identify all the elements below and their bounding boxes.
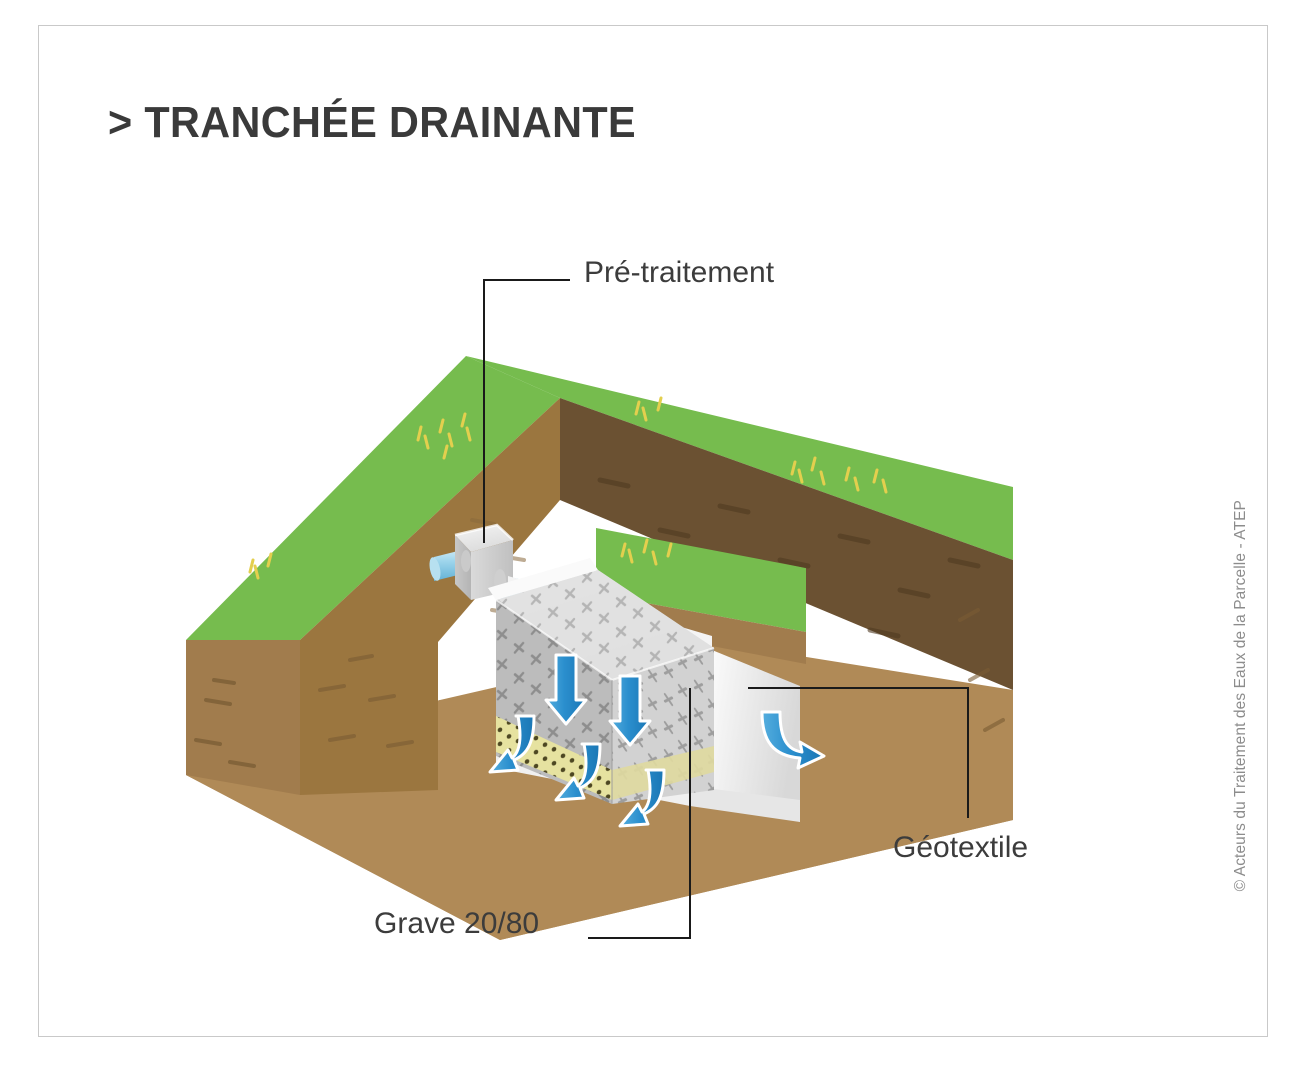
grass-blades-ridge xyxy=(620,538,673,566)
grass-top-middle-ridge xyxy=(596,528,806,632)
excavation-wall-back xyxy=(560,398,1013,690)
soil-strata-marks-outer xyxy=(318,654,414,748)
geotextile-right-sheet xyxy=(712,650,800,822)
flow-arrow-down-2 xyxy=(608,674,652,747)
leader-line-pretraitement xyxy=(483,279,570,543)
gravel-top-texture xyxy=(496,570,714,680)
geotextile-base-right xyxy=(690,786,800,822)
soil-strata-marks-back xyxy=(597,477,981,639)
page-title: > TRANCHÉE DRAINANTE xyxy=(108,98,637,147)
flow-arrow-curve-1 xyxy=(488,714,536,774)
soil-face-left xyxy=(186,640,300,795)
soil-strata-marks xyxy=(194,678,256,768)
grass-top-back xyxy=(466,356,1013,560)
flow-arrow-curve-side xyxy=(760,710,826,770)
label-grave: Grave 20/80 xyxy=(374,907,540,940)
flow-arrow-curve-3 xyxy=(618,768,666,828)
soil-face-left-outer xyxy=(300,398,560,795)
leader-line-geotextile xyxy=(748,687,969,818)
soil-strata-marks-right xyxy=(958,608,1005,732)
label-geotextile: Géotextile xyxy=(893,831,1029,864)
label-pretraitement: Pré-traitement xyxy=(584,256,775,289)
leader-lines xyxy=(483,279,969,939)
flow-arrow-down-1 xyxy=(544,653,588,726)
grass-blades-back xyxy=(634,396,888,494)
flow-arrow-curve-2 xyxy=(554,742,602,802)
geotextile-top-left-collar xyxy=(488,558,598,600)
grass-blades-left xyxy=(248,412,472,580)
leader-line-grave xyxy=(588,688,691,939)
flow-arrows xyxy=(488,653,826,828)
